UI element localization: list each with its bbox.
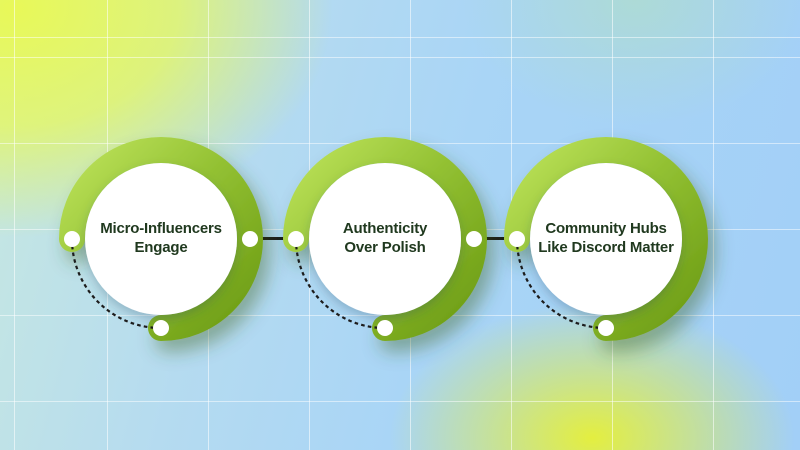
node-graphic: [59, 137, 263, 341]
node-graphic: [504, 137, 708, 341]
ring-arc: [283, 137, 487, 341]
connector-line-1: [250, 237, 296, 240]
node-disc: [309, 163, 461, 315]
node-authenticity: Authenticity Over Polish: [275, 129, 495, 349]
node-disc: [530, 163, 682, 315]
connector-dot-left: [64, 231, 80, 247]
node-label-line2: Like Discord Matter: [538, 239, 674, 256]
node-label: Authenticity Over Polish: [275, 129, 495, 349]
dashed-arc: [70, 238, 162, 330]
node-micro-influencers: Micro-Influencers Engage: [51, 129, 271, 349]
connector-dot-left: [288, 231, 304, 247]
node-label: Community Hubs Like Discord Matter: [496, 129, 716, 349]
connector-dot-right: [242, 231, 258, 247]
node-label-line1: Community Hubs: [545, 220, 667, 238]
node-label-line2: Engage: [134, 239, 188, 256]
node-label-line1: Micro-Influencers: [100, 220, 222, 238]
node-community-hubs: Community Hubs Like Discord Matter: [496, 129, 716, 349]
connector-dot-bottom: [153, 320, 169, 336]
connector-dot-bottom: [377, 320, 393, 336]
dashed-arc: [294, 238, 386, 330]
connector-dot-right: [466, 231, 482, 247]
connector-dot-bottom: [598, 320, 614, 336]
dashed-arc: [515, 238, 607, 330]
node-disc: [85, 163, 237, 315]
connector-dot-left: [509, 231, 525, 247]
ring-arc: [504, 137, 708, 341]
node-label: Micro-Influencers Engage: [51, 129, 271, 349]
node-label-line2: Over Polish: [344, 239, 426, 256]
connector-line-2: [474, 237, 517, 240]
node-graphic: [283, 137, 487, 341]
ring-arc: [59, 137, 263, 341]
node-label-line1: Authenticity: [342, 220, 428, 238]
